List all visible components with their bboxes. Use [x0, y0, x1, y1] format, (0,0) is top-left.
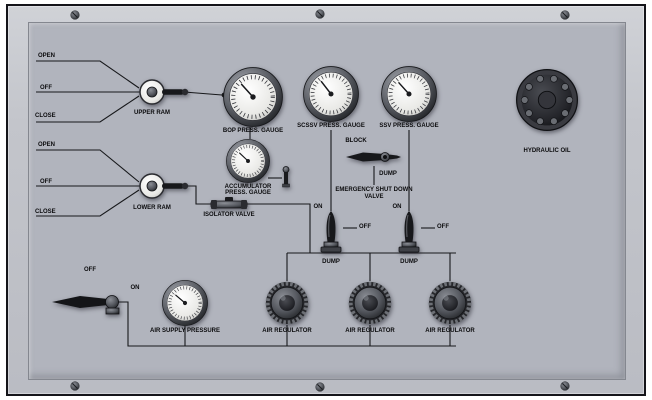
dump-valve-1-label: DUMP	[322, 259, 340, 265]
bleed-valve[interactable]	[281, 166, 291, 188]
upper-ram-valve[interactable]	[138, 78, 190, 106]
esd-dump-label: DUMP	[379, 171, 397, 177]
ssv-gauge-label: SSV PRESS. GAUGE	[379, 123, 439, 129]
air-regulator-3[interactable]	[428, 281, 472, 325]
dump-valve-2-off-label: OFF	[437, 224, 449, 230]
upper-ram-label: UPPER RAM	[133, 110, 171, 116]
dump-valve-1[interactable]	[319, 210, 343, 254]
screw-icon	[70, 10, 80, 20]
air-valve-off-label: OFF	[84, 267, 96, 273]
screw-icon	[560, 381, 570, 391]
esd-valve-label-line2: VALVE	[364, 194, 384, 200]
hydraulic-oil-label: HYDRAULIC OIL	[523, 148, 571, 154]
upper-ram-off-label: OFF	[40, 85, 52, 91]
gauge-needle	[240, 83, 254, 98]
esd-block-label: BLOCK	[345, 138, 367, 144]
accumulator-pressure-gauge	[226, 139, 270, 183]
bop-pressure-gauge	[223, 67, 283, 127]
lower-ram-valve[interactable]	[138, 172, 190, 200]
screw-icon	[560, 10, 570, 20]
screw-icon	[315, 9, 325, 19]
gauge-needle	[320, 80, 332, 95]
upper-ram-open-label: OPEN	[38, 53, 56, 59]
ssv-pressure-gauge	[381, 66, 437, 122]
isolator-valve[interactable]	[210, 196, 248, 212]
dump-valve-1-on-label: ON	[313, 204, 323, 210]
air-regulator-1[interactable]	[265, 281, 309, 325]
dump-valve-2[interactable]	[397, 210, 421, 254]
lower-ram-label: LOWER RAM	[133, 205, 171, 211]
air-regulator-2[interactable]	[348, 281, 392, 325]
accumulator-gauge-label-line1: ACCUMULATOR	[224, 184, 272, 190]
hydraulic-oil-cap[interactable]	[516, 69, 578, 131]
esd-valve-label-line1: EMERGENCY SHUT DOWN	[335, 187, 413, 193]
air-regulator-1-label: AIR REGULATOR	[262, 328, 312, 334]
lower-ram-open-label: OPEN	[38, 142, 56, 148]
dump-valve-1-off-label: OFF	[359, 224, 371, 230]
air-regulator-2-label: AIR REGULATOR	[345, 328, 395, 334]
isolator-valve-label: ISOLATOR VALVE	[203, 212, 255, 218]
scssv-pressure-gauge	[303, 66, 359, 122]
lower-ram-close-label: CLOSE	[35, 209, 56, 215]
accumulator-gauge-label-line2: PRESS. GAUGE	[225, 190, 271, 196]
lower-ram-off-label: OFF	[40, 179, 52, 185]
air-supply-valve[interactable]	[50, 288, 128, 318]
dump-valve-2-on-label: ON	[392, 204, 402, 210]
air-supply-pressure-gauge	[162, 280, 208, 326]
upper-ram-close-label: CLOSE	[35, 113, 56, 119]
emergency-shutdown-valve[interactable]	[345, 148, 403, 166]
scssv-gauge-label: SCSSV PRESS. GAUGE	[297, 123, 365, 129]
air-regulator-3-label: AIR REGULATOR	[425, 328, 475, 334]
screw-icon	[70, 381, 80, 391]
air-valve-on-label: ON	[130, 285, 140, 291]
bop-gauge-label: BOP PRESS. GAUGE	[222, 128, 284, 134]
screw-icon	[315, 382, 325, 392]
air-supply-gauge-label: AIR SUPPLY PRESSURE	[149, 328, 221, 334]
dump-valve-2-label: DUMP	[400, 259, 418, 265]
